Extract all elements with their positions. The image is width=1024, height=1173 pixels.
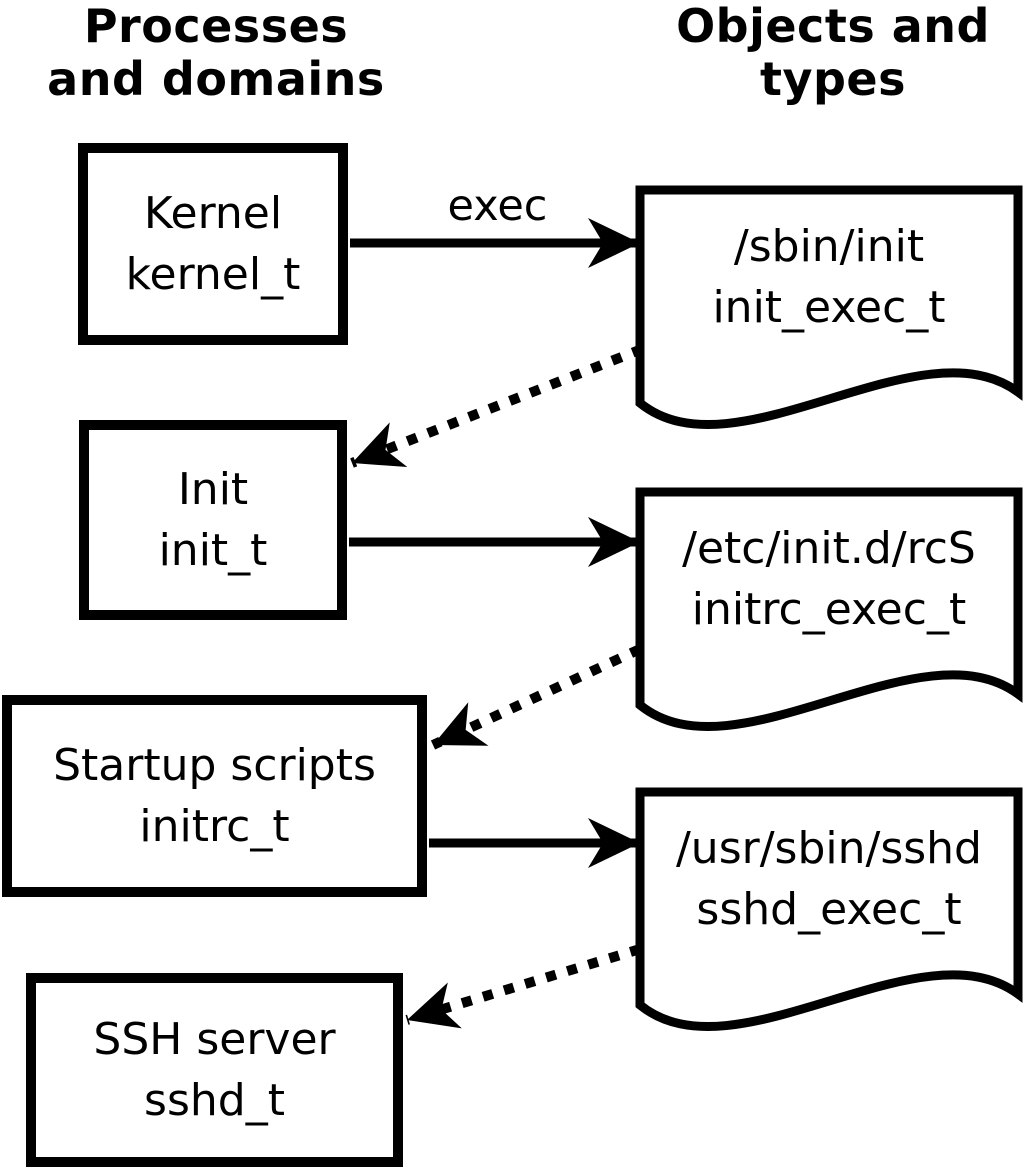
column-header-objects-line2: types (760, 52, 906, 106)
process-box-ssh-server-name: SSH server (93, 1014, 336, 1065)
process-box-ssh-server: SSH server sshd_t (26, 973, 403, 1167)
object-doc-sbin-init-text: /sbin/init init_exec_t (640, 192, 1018, 362)
object-doc-etc-initd-rcs-text: /etc/init.d/rcS initrc_exec_t (640, 494, 1018, 664)
transition-arrow-sshd-exec-to-sshd (405, 944, 642, 1029)
process-box-kernel: Kernel kernel_t (78, 143, 348, 345)
object-doc-usr-sbin-sshd-path: /usr/sbin/sshd (675, 823, 982, 874)
object-doc-etc-initd-rcs-path: /etc/init.d/rcS (682, 523, 976, 574)
column-header-objects: Objects and types (638, 0, 1024, 106)
process-box-startup-scripts-domain: initrc_t (139, 801, 290, 852)
column-header-objects-line1: Objects and (676, 0, 990, 53)
object-doc-etc-initd-rcs (635, 487, 1023, 731)
process-box-init: Init init_t (79, 420, 347, 620)
object-doc-usr-sbin-sshd (635, 787, 1023, 1031)
process-box-ssh-server-domain: sshd_t (144, 1075, 285, 1126)
document-shape (635, 487, 1023, 731)
object-doc-sbin-init-path: /sbin/init (733, 221, 925, 272)
process-box-kernel-domain: kernel_t (125, 249, 301, 300)
transition-arrow-initrc-exec-to-initrc (430, 644, 643, 750)
document-shape (635, 185, 1023, 429)
column-header-processes-line2: and domains (47, 52, 385, 106)
object-doc-usr-sbin-sshd-text: /usr/sbin/sshd sshd_exec_t (640, 794, 1018, 964)
document-shape (635, 787, 1023, 1031)
object-doc-sbin-init (635, 185, 1023, 429)
process-box-init-domain: init_t (158, 525, 268, 576)
object-doc-etc-initd-rcs-type: initrc_exec_t (691, 584, 967, 635)
transition-arrow-init-exec-to-init (350, 344, 644, 468)
column-header-processes-line1: Processes (83, 0, 349, 53)
object-doc-sbin-init-type: init_exec_t (712, 282, 946, 333)
column-header-processes: Processes and domains (0, 0, 432, 106)
process-box-startup-scripts: Startup scripts initrc_t (2, 695, 427, 897)
process-box-kernel-name: Kernel (143, 188, 283, 239)
object-doc-usr-sbin-sshd-type: sshd_exec_t (696, 884, 962, 935)
process-box-init-name: Init (177, 464, 249, 515)
edge-label-exec: exec (447, 181, 548, 231)
process-box-startup-scripts-name: Startup scripts (53, 740, 376, 791)
